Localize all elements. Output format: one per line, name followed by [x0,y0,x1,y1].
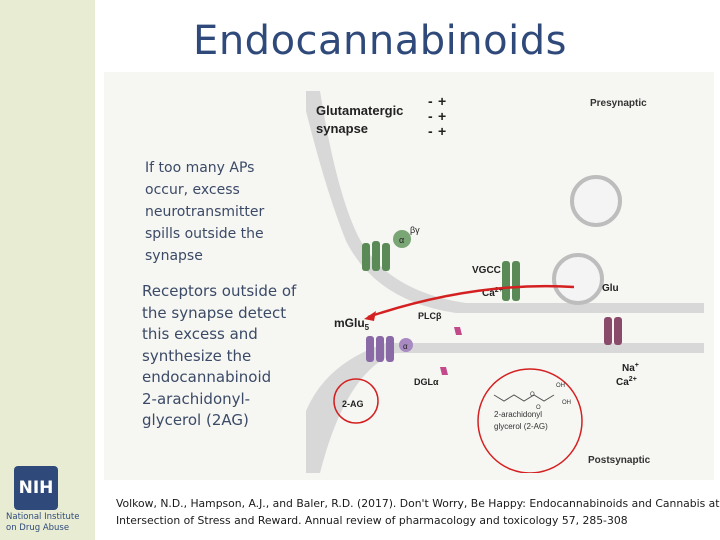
citation: Volkow, N.D., Hampson, A.J., and Baler, … [116,495,720,529]
synapse-diagram: Glutamatergic synapse - + - + - + Presyn… [306,91,704,473]
ca-label: Ca2+ [482,287,503,299]
text1-line: synapse [145,248,203,264]
vgcc-channel: VGCC [472,261,520,301]
ca2-label: Ca2+ [616,376,637,388]
dgl-enzyme [440,367,448,375]
vesicle-top [570,175,622,227]
alpha-label: α [399,235,404,245]
text1-line: neurotransmitter [145,204,265,220]
plc-label: PLCβ [418,311,442,321]
text2-line: the synapse detect [142,303,287,322]
two-ag-highlight-circle [333,378,379,424]
glu-label: Glu [602,283,619,294]
text1-line: spills outside the [145,226,264,242]
excess-neurotransmitter-text: If too many APs occur, excess neurotrans… [145,157,295,267]
postsynaptic-membrane [306,343,704,473]
molecule-oh1: OH [556,383,565,389]
text2-line: synthesize the [142,346,252,365]
figure-panel [104,72,714,480]
slide-title: Endocannabinoids [193,18,567,64]
postsynaptic-receptor [604,317,622,345]
alpha2-label: α [403,342,408,351]
retrograde-arrow [367,284,575,319]
molecule-oh2: OH [562,400,571,406]
text2-line: endocannabinoid [142,368,272,386]
nih-logo-text: National Institute on Drug Abuse [6,512,92,534]
sign-minus-1: - [428,93,433,109]
text2-line: this excess and [142,325,258,343]
dgl-label: DGLα [414,377,439,387]
glutamatergic-label: Glutamatergic [316,103,403,118]
text2-line: Receptors outside of [142,282,297,300]
synapse-label: synapse [316,121,368,136]
vgcc-label: VGCC [472,265,501,276]
na-label: Na+ [622,362,639,374]
logo-line: National Institute [6,512,80,522]
postsynaptic-label: Postsynaptic [588,455,651,466]
mglu5-receptor: α [366,336,413,362]
retrograde-arrowhead [364,311,376,321]
text1-line: If too many APs [145,160,255,176]
sign-plus-3: + [438,123,446,139]
receptor-synthesis-text: Receptors outside of the synapse detect … [142,281,312,432]
citation-line: Intersection of Stress and Reward. Annua… [116,514,628,527]
sign-minus-2: - [428,108,433,124]
nih-logo: NIH [14,466,58,510]
gprotein-cluster: α βγ [362,225,420,271]
molecule-label-line1: 2-arachidonyl [494,410,542,419]
mglu-label: mGlu5 [334,316,370,332]
molecule-highlight-circle [477,368,583,473]
plc-enzyme [454,327,462,335]
molecule-o1: O [530,392,535,398]
text1-line: occur, excess [145,182,240,198]
sign-minus-3: - [428,123,433,139]
molecule-chain [493,394,555,402]
left-decorative-band [0,0,95,540]
citation-line: Volkow, N.D., Hampson, A.J., and Baler, … [116,497,720,510]
molecule-o2: O [536,405,541,411]
sign-plus-1: + [438,93,446,109]
molecule-label-line2: glycerol (2-AG) [494,422,548,431]
beta-gamma-label: βγ [410,225,420,235]
text2-line: glycerol (2AG) [142,411,249,429]
presynaptic-label: Presynaptic [590,98,647,109]
logo-line: on Drug Abuse [6,523,70,533]
text2-line: 2-arachidonyl- [142,389,251,408]
vesicle-docked [552,253,604,305]
two-ag-label: 2-AG [342,399,364,409]
sign-plus-2: + [438,108,446,124]
